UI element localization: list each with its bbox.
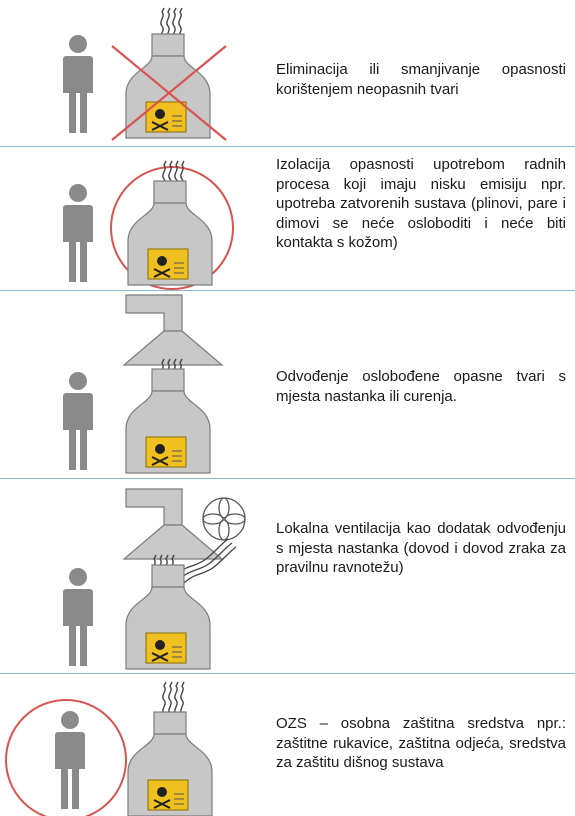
measure-text-ppe: OZS – osobna zaštitna sredstva npr.: zaš… (276, 715, 566, 771)
divider (0, 478, 575, 479)
person-icon (63, 184, 93, 282)
bottle-icon (125, 33, 211, 139)
person-icon (55, 711, 85, 809)
measure-row-ventilation: Lokalna ventilacija kao dodatak odvođenj… (0, 479, 575, 673)
person-icon (63, 35, 93, 133)
bottle-icon (127, 180, 213, 286)
measure-row-elimination: Eliminacija ili smanjivanje opasnosti ko… (0, 0, 575, 146)
elimination-illustration (63, 7, 227, 141)
fan-icon (202, 497, 246, 541)
measure-text-isolation: Izolacija opasnosti upotrebom radnih pro… (276, 156, 566, 251)
red-cross-icon (111, 45, 227, 141)
bottle-icon (127, 711, 213, 816)
measure-text-extraction: Odvođenje oslobođene opasne tvari s mjes… (276, 368, 566, 405)
bottle-icon (125, 564, 211, 670)
measure-row-extraction: Odvođenje oslobođene opasne tvari s mjes… (0, 291, 575, 478)
divider (0, 290, 575, 291)
measure-row-isolation: Izolacija opasnosti upotrebom radnih pro… (0, 147, 575, 290)
red-circle-icon (5, 699, 127, 816)
person-icon (63, 372, 93, 470)
divider (0, 673, 575, 674)
isolation-illustration (63, 160, 234, 290)
extraction-illustration (63, 294, 223, 474)
bottle-icon (125, 368, 211, 474)
measure-row-ppe: OZS – osobna zaštitna sredstva npr.: zaš… (0, 674, 575, 816)
divider (0, 146, 575, 147)
ppe-illustration (5, 681, 213, 816)
vapor-icon (162, 681, 185, 715)
airflow-icon (175, 538, 237, 584)
red-circle-icon (110, 166, 234, 290)
measure-text-ventilation: Lokalna ventilacija kao dodatak odvođenj… (276, 520, 566, 576)
person-icon (63, 568, 93, 666)
measure-text-elimination: Eliminacija ili smanjivanje opasnosti ko… (276, 61, 566, 98)
ventilation-illustration (63, 488, 246, 670)
fume-hood-icon (123, 294, 223, 366)
